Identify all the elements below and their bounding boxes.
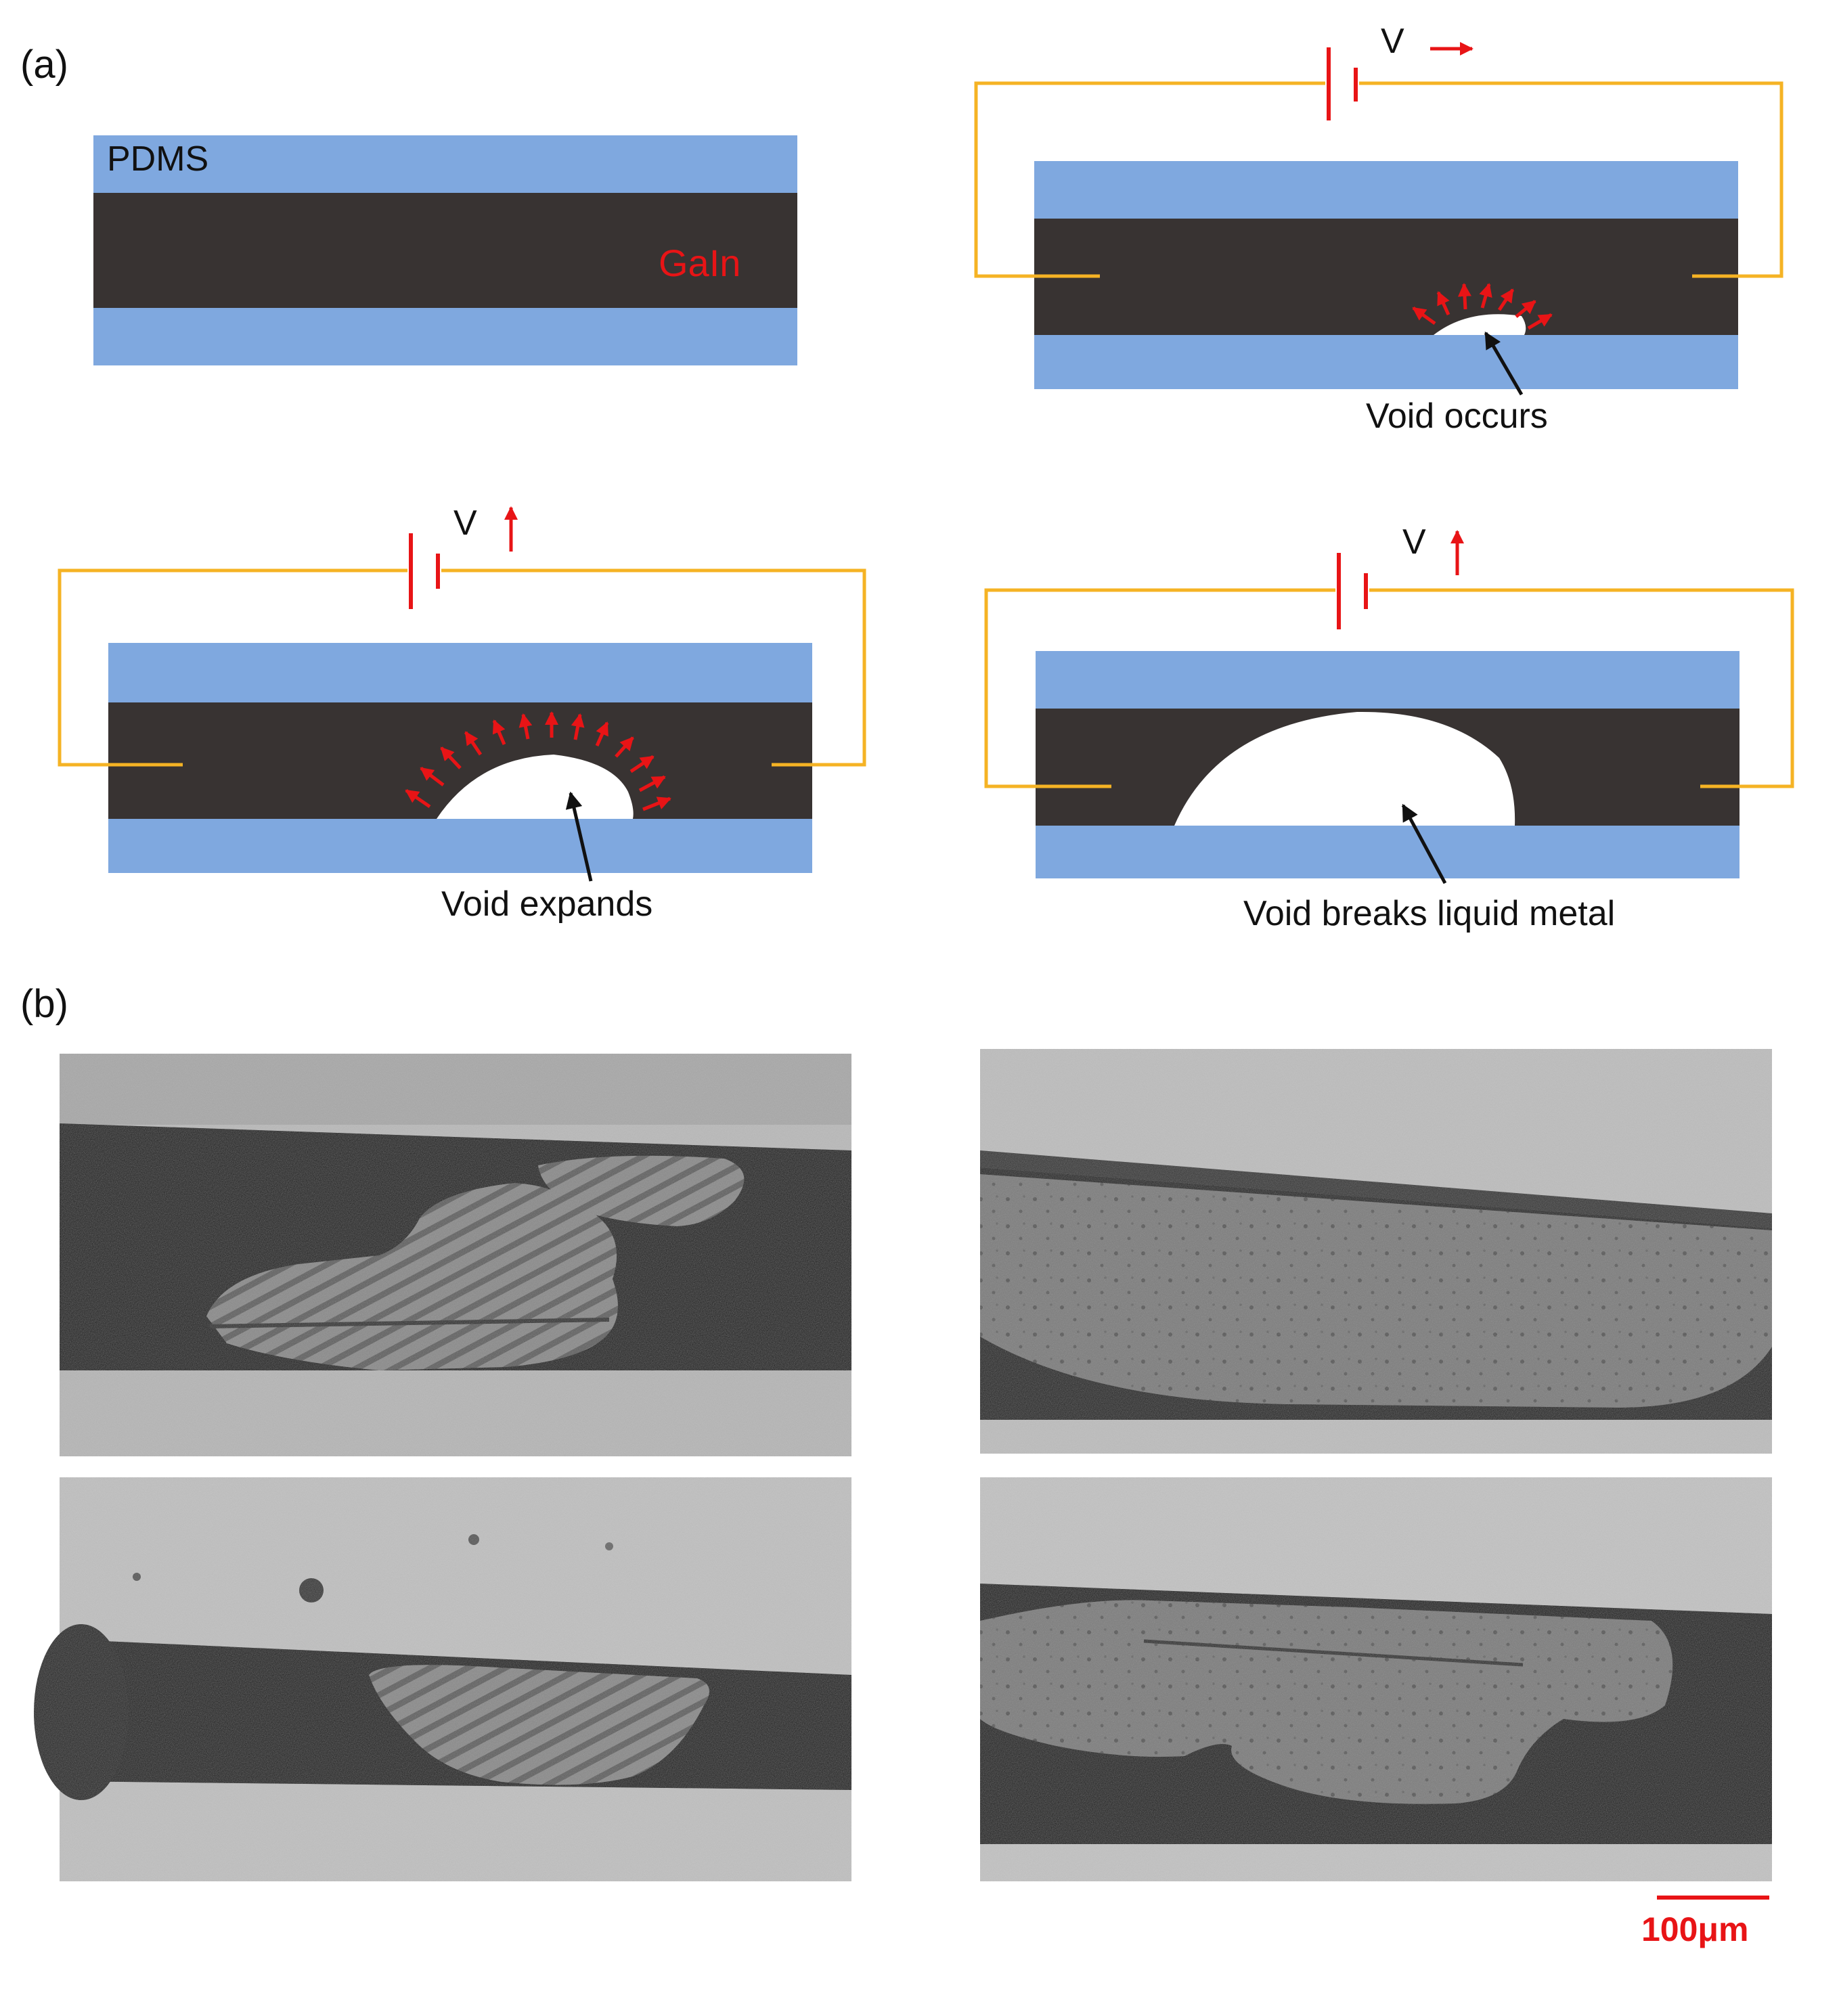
pdms-bottom-layer (108, 819, 812, 873)
gain-channel (1034, 219, 1738, 335)
pdms-top-layer (108, 643, 812, 702)
battery-icon (1327, 47, 1358, 120)
stage-2: V Void occurs (974, 22, 1783, 436)
pdms-top-layer (1034, 161, 1738, 219)
gain-label: GaIn (659, 242, 740, 284)
micrograph-top-left (60, 1054, 851, 1456)
stage-1: PDMS GaIn (93, 135, 797, 365)
panel-a-label: (a) (20, 43, 68, 87)
scale-bar-label: 100μm (1641, 1910, 1748, 1948)
micrograph-bottom-right (980, 1477, 1772, 1881)
voltage-label: V (1381, 22, 1404, 61)
panel-b-label: (b) (20, 982, 68, 1026)
voltage-label: V (1402, 522, 1426, 562)
void-breaks-caption: Void breaks liquid metal (1243, 894, 1615, 933)
circuit-wire (984, 588, 1794, 788)
pdms-label: PDMS (107, 139, 208, 179)
pointer-arrow-icon (1484, 331, 1524, 396)
void (1434, 314, 1526, 335)
expansion-arrows (405, 711, 671, 811)
stage-4: V Void breaks liquid metal (984, 522, 1794, 933)
void (1174, 711, 1515, 826)
pdms-top-layer (1036, 651, 1740, 709)
void-occurs-caption: Void occurs (1366, 397, 1548, 436)
pointer-arrow-icon (565, 791, 593, 882)
pdms-bottom-layer (93, 308, 797, 365)
voltage-label: V (453, 503, 477, 543)
gain-channel (93, 193, 797, 308)
battery-icon (409, 533, 440, 609)
pointer-arrow-icon (1401, 803, 1447, 884)
micrograph-top-right (980, 1049, 1772, 1454)
pdms-bottom-layer (1034, 335, 1738, 389)
void (437, 755, 634, 819)
micrograph-bottom-left (34, 1477, 851, 1881)
pdms-bottom-layer (1036, 826, 1740, 878)
battery-icon (1337, 553, 1368, 629)
circuit-wire (974, 81, 1783, 278)
void-expands-caption: Void expands (441, 884, 652, 924)
expansion-arrows (1412, 283, 1553, 330)
circuit-wire (58, 568, 866, 767)
pdms-top-layer (93, 135, 797, 193)
stage-3: V Void expands (58, 503, 866, 924)
